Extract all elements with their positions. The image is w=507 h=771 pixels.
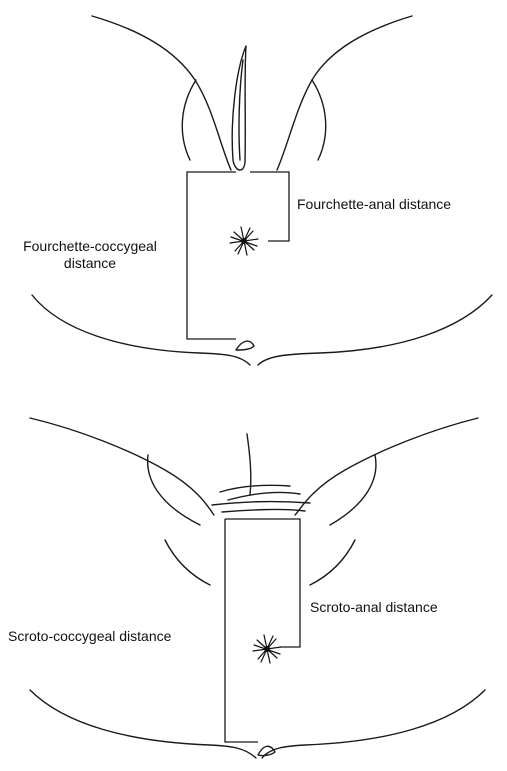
male-anus-icon: [253, 635, 281, 663]
female-right-thigh-inner: [312, 80, 326, 160]
female-left-buttock: [32, 295, 250, 365]
fourchette-coccygeal-bracket: [187, 172, 236, 339]
female-right-thigh: [277, 16, 412, 170]
male-left-buttock: [30, 690, 256, 758]
male-left-thigh: [30, 418, 214, 515]
fourchette-anal-distance-label: Fourchette-anal distance: [297, 196, 451, 213]
labia-inner-line: [239, 60, 243, 160]
male-right-inner-curve: [310, 540, 355, 585]
scroto-anal-distance-label: Scroto-anal distance: [310, 599, 438, 616]
female-right-buttock: [258, 295, 492, 365]
scrotum-fold-3: [212, 502, 310, 505]
male-right-thigh: [295, 418, 478, 515]
scroto-coccygeal-bracket: [225, 519, 258, 742]
male-right-buttock: [262, 690, 485, 758]
scroto-anal-bracket: [225, 519, 300, 647]
fourchette-anal-bracket: [250, 172, 289, 241]
female-left-thigh-inner: [182, 80, 196, 160]
female-coccyx-mark: [236, 341, 254, 350]
female-perineum-diagram: [32, 16, 492, 365]
female-left-thigh: [92, 16, 231, 170]
scrotum-fold-1: [220, 485, 290, 492]
fourchette-coccygeal-label-line2: distance: [10, 255, 170, 272]
male-perineum-diagram: [30, 418, 485, 758]
scroto-coccygeal-distance-label: Scroto-coccygeal distance: [8, 628, 171, 645]
scrotum-fold-2: [228, 492, 300, 500]
female-anus-icon: [230, 227, 258, 255]
scrotum-fold-4: [222, 509, 305, 512]
fourchette-coccygeal-label-line1: Fourchette-coccygeal: [10, 238, 170, 255]
male-left-inner-curve: [165, 540, 210, 585]
fourchette-coccygeal-distance-label: Fourchette-coccygeal distance: [10, 238, 170, 272]
